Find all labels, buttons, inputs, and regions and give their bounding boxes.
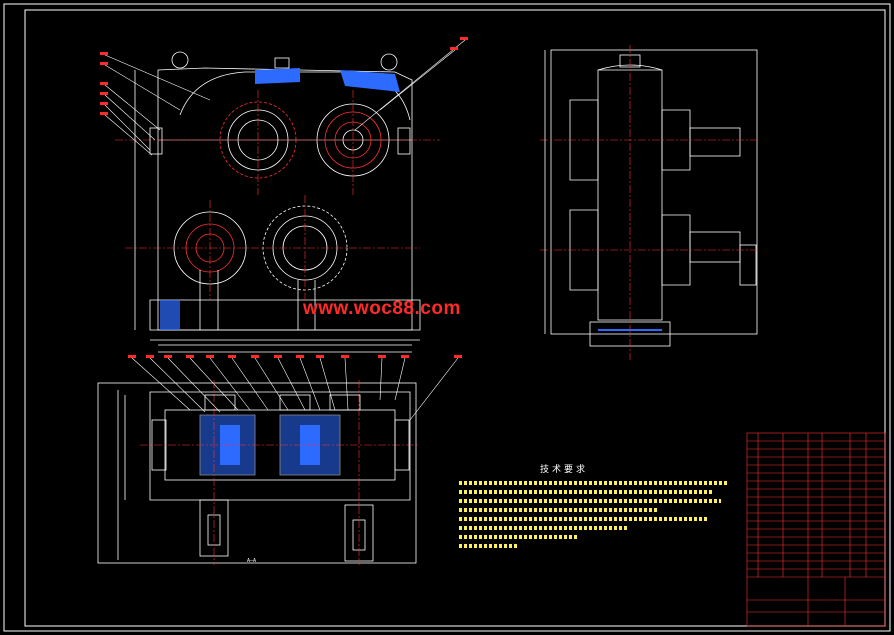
- section-view: [97, 380, 420, 565]
- note-line-6: [459, 526, 629, 530]
- leader-lines-front: [104, 39, 466, 156]
- note-line-4: [459, 508, 659, 512]
- side-view: [540, 45, 760, 360]
- note-line-8: [459, 544, 519, 548]
- balloon-markers-front: [100, 37, 468, 115]
- note-line-7: [459, 535, 579, 539]
- sheet-border-outer: [3, 3, 891, 632]
- balloon-markers-section: [128, 355, 462, 358]
- leader-lines-section: [131, 357, 459, 421]
- note-line-5: [459, 517, 709, 521]
- sheet-border-inner: [24, 9, 886, 627]
- note-line-1: [459, 481, 729, 485]
- front-view: [115, 51, 440, 353]
- note-line-2: [459, 490, 714, 494]
- lifting-eye-icon: [380, 53, 398, 71]
- lifting-eye-icon: [171, 51, 189, 69]
- note-line-3: [459, 499, 721, 503]
- section-label-aa: A—A: [247, 558, 257, 564]
- title-block: [746, 432, 886, 627]
- tech-requirements-title: 技术要求: [540, 465, 589, 475]
- watermark-text: www.woc88.com: [303, 298, 461, 319]
